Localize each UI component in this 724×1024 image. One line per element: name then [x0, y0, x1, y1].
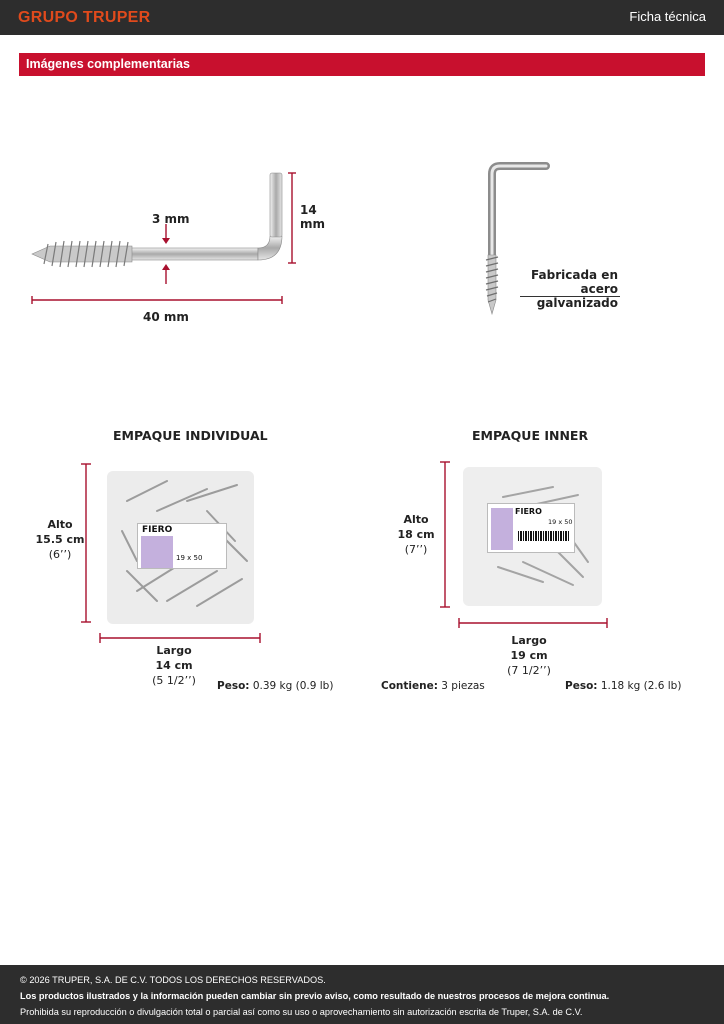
inner-width-dimension [458, 618, 608, 628]
screw-hook-dimension-drawing [31, 172, 296, 304]
footer: © 2026 TRUPER, S.A. DE C.V. TODOS LOS DE… [0, 965, 724, 1024]
individual-package-image: FIERO 19 x 50 [107, 471, 254, 624]
bag-size-text: 19 x 50 [176, 554, 203, 562]
hook-elbow [257, 235, 283, 261]
label-purple-panel [141, 536, 173, 568]
material-note: Fabricada en acero galvanizado [531, 268, 618, 310]
hook-arm [269, 172, 283, 238]
individual-width-dimension [99, 633, 261, 643]
diameter-label: 3 mm [152, 212, 190, 226]
individual-width-label: Largo 14 cm (5 1/2’’) [152, 644, 196, 687]
individual-package-heading: EMPAQUE INDIVIDUAL [113, 428, 268, 443]
barcode [518, 531, 570, 541]
sheet-title: Ficha técnica [629, 9, 706, 24]
footer-prohibition: Prohibida su reproducción o divulgación … [20, 1007, 583, 1017]
thread-ridges [43, 240, 129, 268]
inner-weight: Peso: 1.18 kg (2.6 lb) [565, 680, 682, 692]
length-label: 40 mm [143, 310, 189, 324]
section-title: Imágenes complementarias [26, 57, 190, 71]
inner-contents: Contiene: 3 piezas [381, 680, 485, 692]
brand-logo: GRUPO TRUPER [18, 9, 151, 26]
inner-fiero-brand-text: FIERO [515, 507, 542, 516]
inner-label-purple-panel [491, 508, 513, 550]
individual-package-label: FIERO 19 x 50 [137, 523, 227, 569]
height-label: 14 mm [300, 203, 326, 231]
footer-disclaimer: Los productos ilustrados y la informació… [20, 991, 610, 1001]
inner-bag-size-text: 19 x 50 [548, 518, 573, 526]
screw-hook-product-image [485, 162, 550, 316]
individual-height-label: Alto 15.5 cm (6’’) [35, 518, 85, 561]
inner-package-heading: EMPAQUE INNER [472, 428, 589, 443]
inner-height-label: Alto 18 cm (7’’) [397, 513, 435, 556]
top-bar: GRUPO TRUPER Ficha técnica [0, 0, 724, 35]
individual-weight: Peso: 0.39 kg (0.9 lb) [217, 680, 334, 692]
inner-height-dimension [440, 461, 450, 608]
material-note-underline [520, 296, 620, 297]
inner-package-label: FIERO 19 x 50 [487, 503, 575, 553]
footer-copyright: © 2026 TRUPER, S.A. DE C.V. TODOS LOS DE… [20, 975, 326, 985]
individual-height-dimension [81, 463, 91, 623]
inner-package-image: FIERO 19 x 50 [463, 467, 602, 606]
inner-width-label: Largo 19 cm (7 1/2’’) [507, 634, 551, 677]
fiero-brand-text: FIERO [142, 525, 173, 535]
section-heading: Imágenes complementarias [19, 53, 705, 76]
hook-shank [129, 247, 259, 261]
